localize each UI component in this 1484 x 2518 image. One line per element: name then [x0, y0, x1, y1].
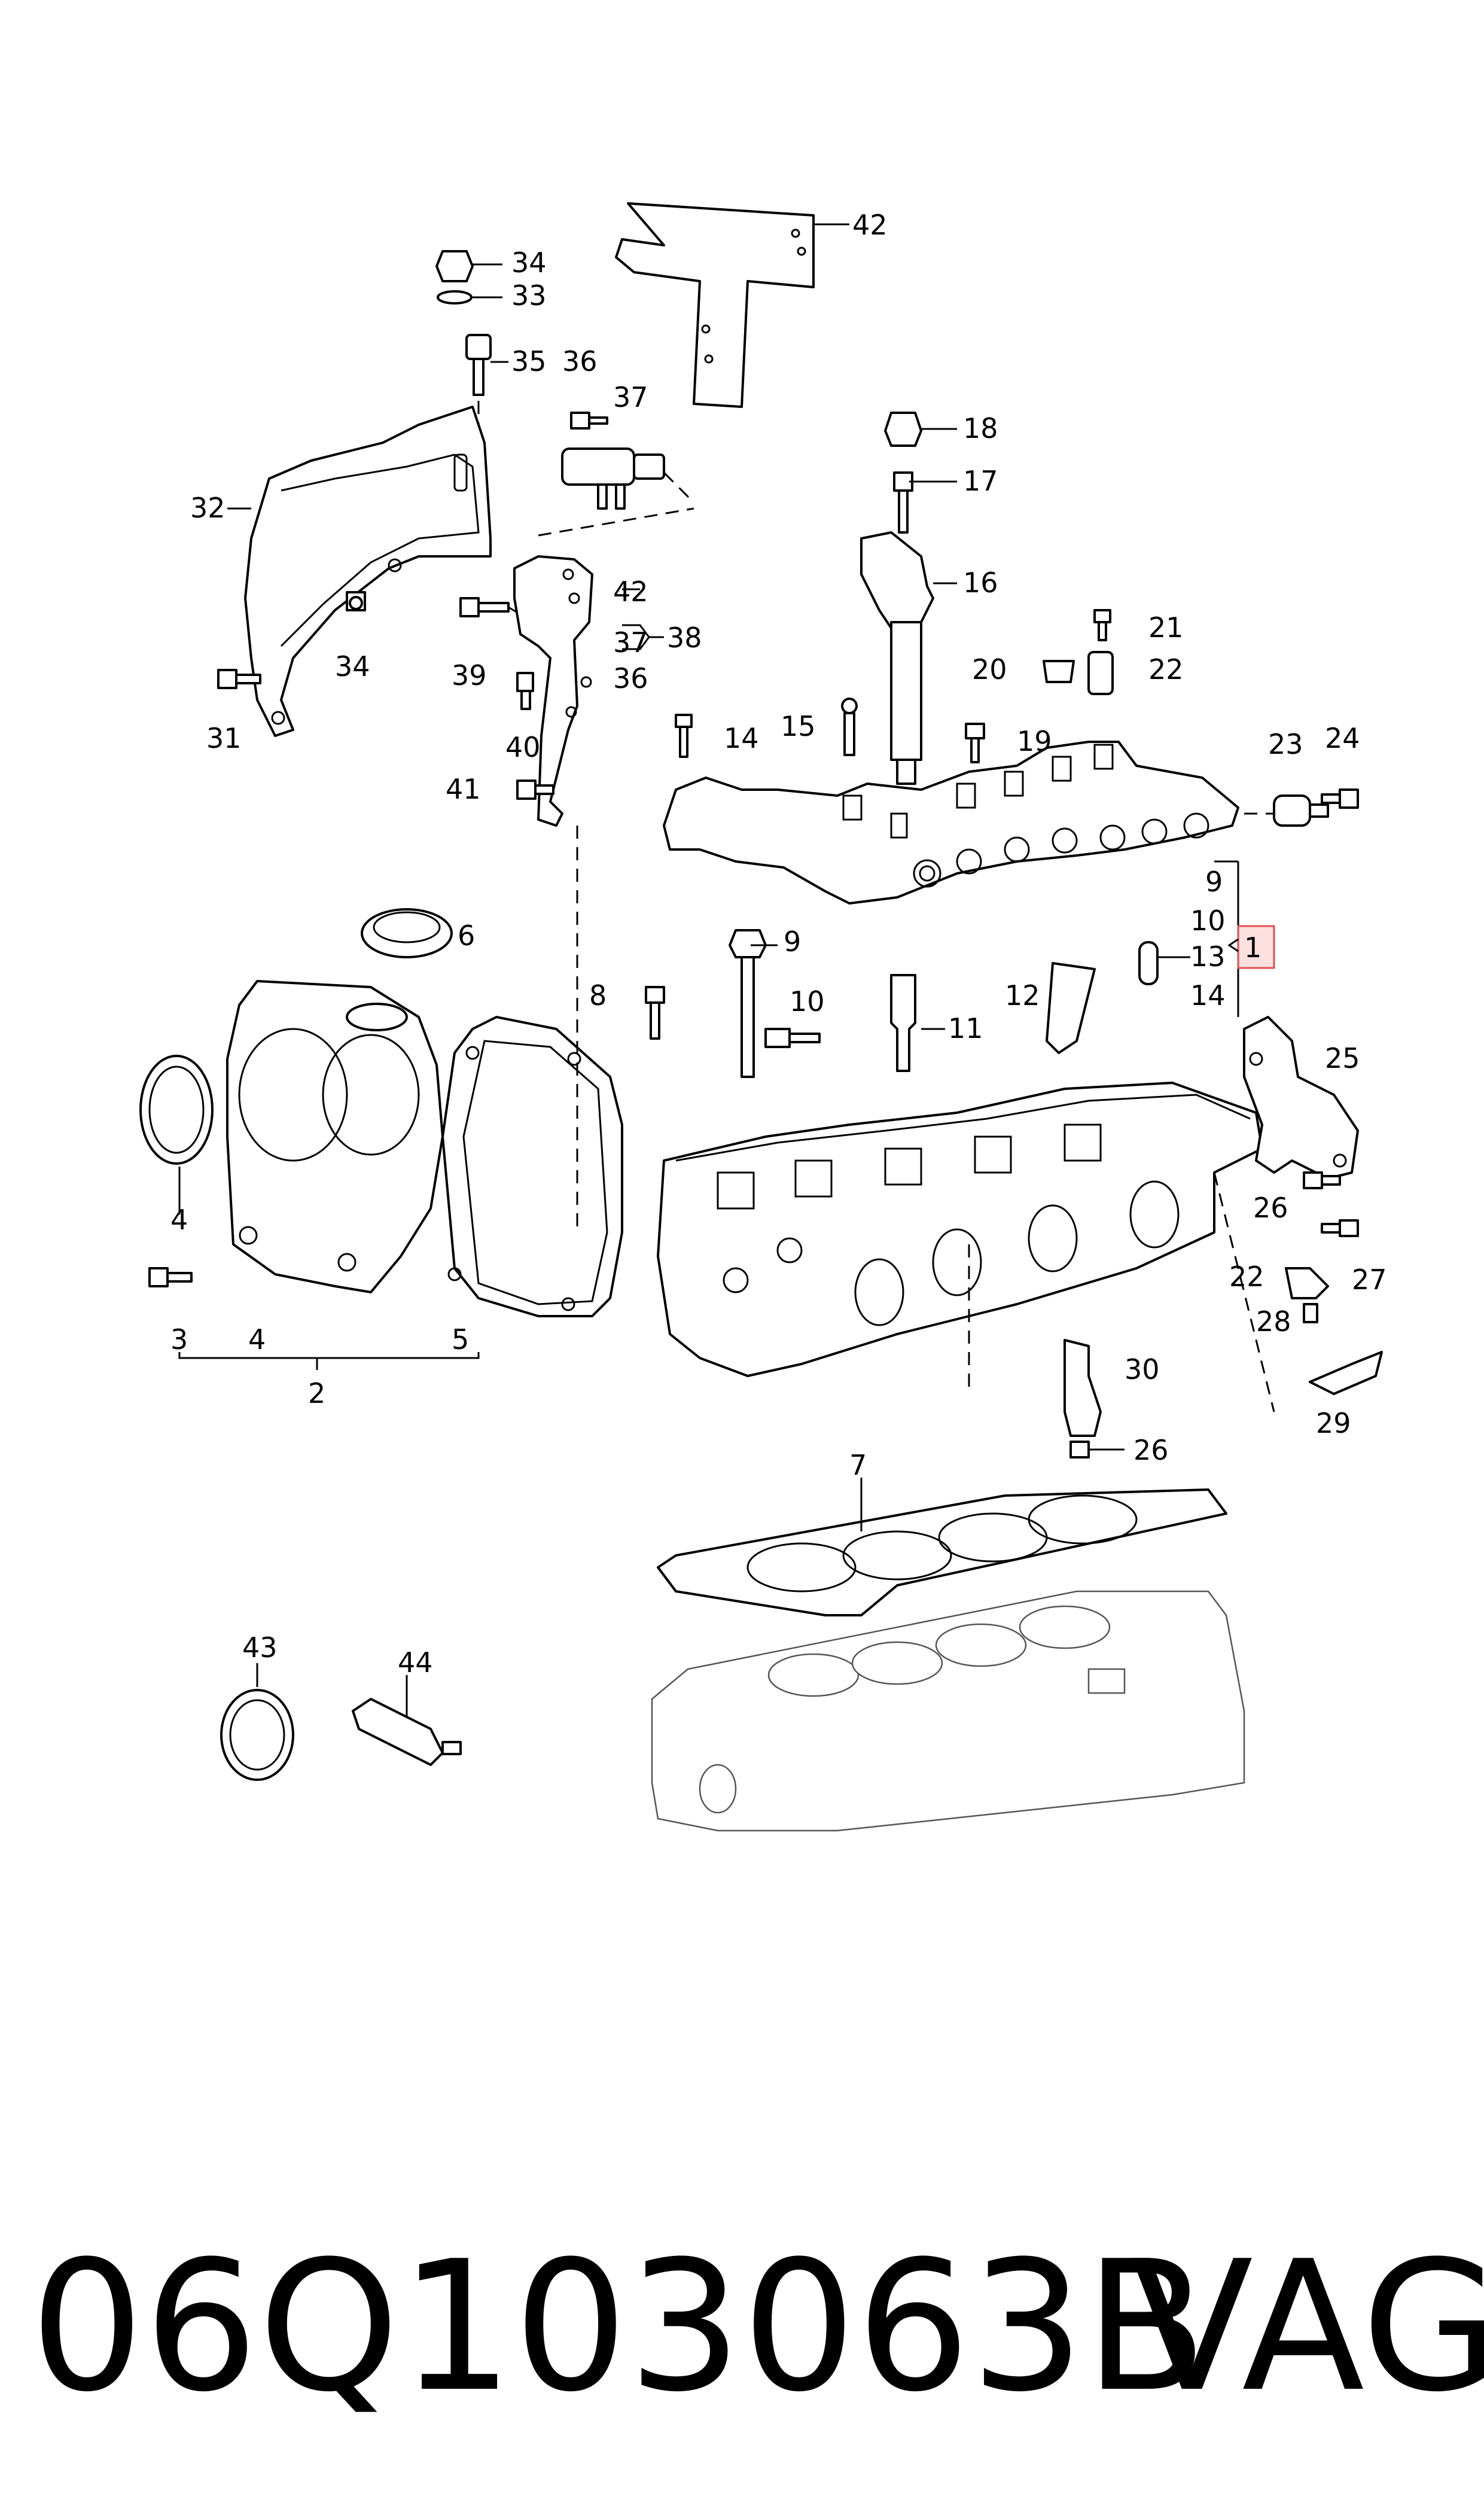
bracket-42: [615, 202, 849, 408]
label-15: 15: [781, 710, 816, 742]
label-10: 10: [1190, 905, 1226, 937]
label-26: 26: [1253, 1192, 1288, 1224]
label-34b: 34: [335, 650, 370, 683]
head-fasteners: [645, 929, 1190, 1078]
label-7: 7: [849, 1449, 867, 1481]
label-44: 44: [398, 1646, 433, 1679]
label-29: 29: [1316, 1407, 1351, 1439]
label-5: 5: [452, 1323, 469, 1356]
cylinder-head-1: [657, 1082, 1263, 1377]
label-22b: 22: [1229, 1260, 1264, 1293]
part-number-caption: 06Q103063B: [30, 2222, 1208, 2431]
part-number-labels: 42 34 33 35 36 37 18 17 32 16 42 38 37 3…: [170, 209, 1387, 1679]
label-17: 17: [963, 465, 998, 497]
cylinder-head-cover: [663, 741, 1239, 1017]
label-18: 18: [963, 412, 998, 444]
bracket-38-assembly: [513, 555, 664, 1232]
sealant-tube-44: [352, 1675, 462, 1766]
label-20: 20: [972, 653, 1007, 686]
brand-caption: VAG: [1130, 2222, 1484, 2431]
label-37b: 37: [613, 626, 648, 659]
label-25: 25: [1325, 1042, 1360, 1074]
label-42: 42: [852, 209, 888, 241]
ignition-coil-16: [860, 412, 957, 785]
label-33: 33: [511, 279, 547, 312]
label-41: 41: [446, 773, 481, 805]
label-16: 16: [963, 567, 998, 599]
label-6: 6: [458, 919, 475, 952]
label-10b: 10: [790, 985, 825, 1018]
label-9: 9: [1205, 866, 1223, 898]
label-14: 14: [724, 722, 759, 754]
label-11: 11: [948, 1012, 983, 1045]
label-23: 23: [1268, 728, 1303, 760]
label-32: 32: [190, 492, 226, 524]
label-2: 2: [308, 1377, 325, 1409]
label-4: 4: [170, 1204, 188, 1236]
head-gasket-7: [657, 1478, 1227, 1616]
label-8: 8: [589, 979, 607, 1012]
label-31: 31: [206, 722, 242, 754]
engine-block: [651, 1590, 1245, 1832]
label-22: 22: [1148, 653, 1184, 686]
label-30: 30: [1125, 1353, 1160, 1386]
exploded-parts-diagram: 42 34 33 35 36 37 18 17 32 16 42 38 37 3…: [139, 202, 1387, 1832]
right-side-brackets: [968, 1016, 1383, 1459]
label-9b: 9: [784, 925, 801, 958]
label-27: 27: [1352, 1263, 1387, 1296]
seal-ring-43: [220, 1663, 294, 1781]
label-12: 12: [1005, 979, 1040, 1012]
label-39: 39: [452, 659, 487, 692]
label-34: 34: [511, 246, 547, 279]
label-21: 21: [1148, 611, 1184, 644]
heat-shield-32: [227, 406, 492, 737]
label-37: 37: [613, 381, 648, 413]
part-1-highlight: [1237, 925, 1275, 969]
timing-cover-2: [139, 908, 480, 1370]
label-4b: 4: [248, 1323, 266, 1356]
label-42b: 42: [613, 576, 648, 608]
timing-cover-gasket: [441, 1016, 623, 1317]
label-19: 19: [1017, 725, 1052, 757]
pressure-sensor-37: [538, 412, 695, 537]
label-36: 36: [562, 345, 598, 377]
label-28: 28: [1256, 1305, 1291, 1338]
cover-fasteners: [675, 609, 1359, 827]
label-38: 38: [667, 622, 702, 654]
label-14b: 14: [1190, 979, 1226, 1012]
label-36b: 36: [613, 662, 648, 695]
nut-washer-stack: [435, 250, 508, 431]
label-13: 13: [1190, 940, 1226, 973]
label-35: 35: [511, 345, 547, 377]
label-40: 40: [505, 731, 541, 763]
label-43: 43: [242, 1631, 278, 1664]
label-1: 1: [1244, 931, 1261, 964]
label-3: 3: [170, 1323, 188, 1356]
label-26b: 26: [1133, 1434, 1169, 1466]
label-24: 24: [1325, 722, 1360, 754]
